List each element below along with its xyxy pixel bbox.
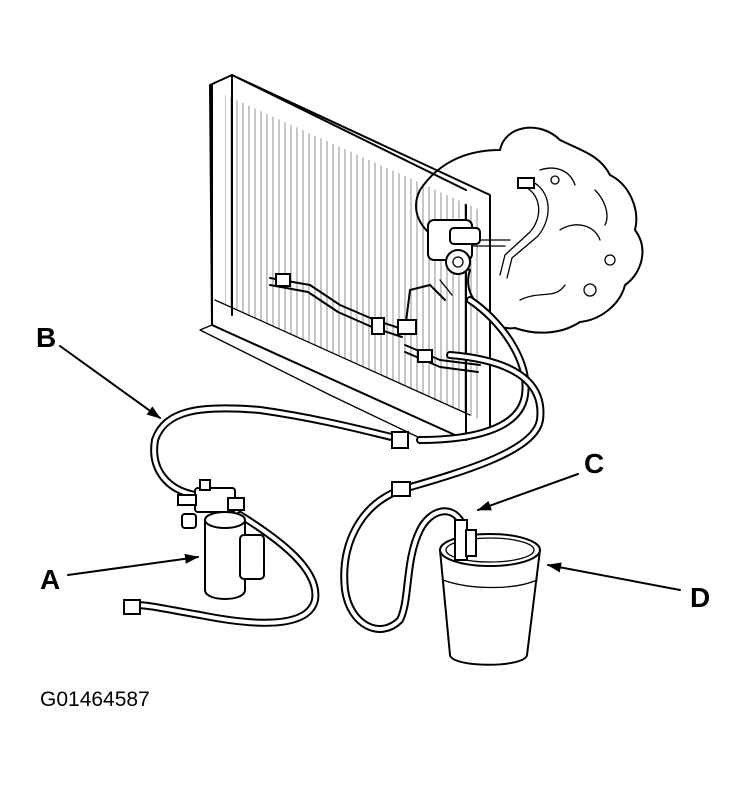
radiator	[199, 74, 491, 441]
arrow-a	[67, 553, 199, 576]
callout-d: D	[690, 582, 711, 613]
arrow-c	[477, 473, 579, 511]
cooler-pipes	[469, 177, 549, 279]
radiator-lines	[269, 273, 481, 373]
drain-bucket	[439, 519, 541, 666]
arrow-b	[59, 345, 161, 419]
callout-b: B	[36, 322, 57, 353]
callout-a: A	[40, 564, 61, 595]
leader-arrows	[59, 345, 681, 591]
callout-c: C	[584, 448, 605, 479]
hose-return	[123, 511, 320, 627]
filter-canister	[177, 479, 265, 600]
hose-drain	[340, 296, 545, 633]
arrow-d	[547, 562, 681, 591]
valve-fitting	[427, 219, 481, 296]
hose-b	[150, 404, 409, 499]
figure-id: G01464587	[40, 688, 150, 711]
